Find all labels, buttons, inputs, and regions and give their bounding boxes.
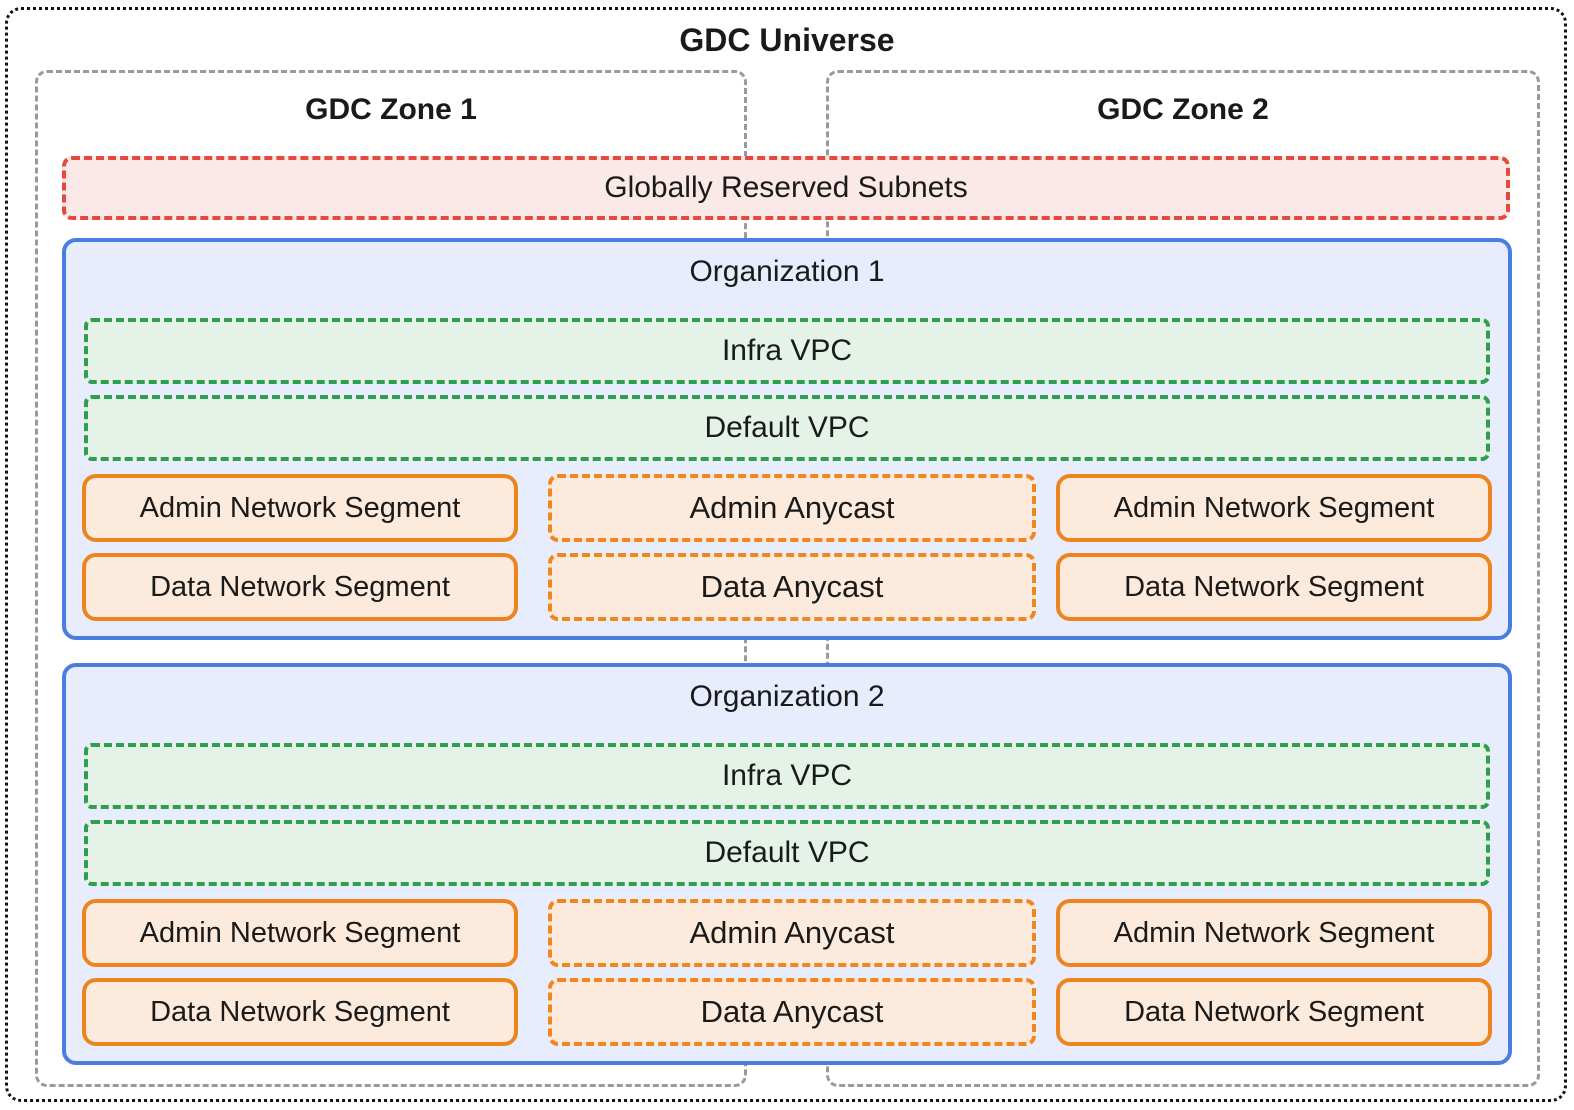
organization-2-title: Organization 2	[689, 680, 885, 713]
globally-reserved-subnets-box: Globally Reserved Subnets	[62, 156, 1510, 220]
org1-zone1-data-network-segment: Data Network Segment	[82, 553, 518, 621]
org2-infra-vpc-box: Infra VPC	[84, 743, 1490, 809]
org1-zone1-admin-network-segment: Admin Network Segment	[82, 474, 518, 542]
org1-default-vpc-box: Default VPC	[84, 395, 1490, 461]
organization-1-title: Organization 1	[689, 255, 885, 288]
org1-zone2-data-network-segment: Data Network Segment	[1056, 553, 1492, 621]
universe-frame	[5, 7, 1567, 1102]
organization-1: Organization 1 Infra VPC Default VPC Adm…	[62, 238, 1512, 640]
org2-default-vpc-box: Default VPC	[84, 820, 1490, 886]
org2-zone2-admin-network-segment: Admin Network Segment	[1056, 899, 1492, 967]
org1-infra-vpc-box: Infra VPC	[84, 318, 1490, 384]
org1-data-anycast: Data Anycast	[548, 553, 1036, 621]
zone-1-label: GDC Zone 1	[305, 93, 477, 126]
org2-data-anycast: Data Anycast	[548, 978, 1036, 1046]
org2-admin-anycast: Admin Anycast	[548, 899, 1036, 967]
org1-zone2-admin-network-segment: Admin Network Segment	[1056, 474, 1492, 542]
universe-title: GDC Universe	[679, 21, 895, 58]
org2-zone1-admin-network-segment: Admin Network Segment	[82, 899, 518, 967]
org2-zone1-data-network-segment: Data Network Segment	[82, 978, 518, 1046]
zone-2-label: GDC Zone 2	[1097, 93, 1269, 126]
org1-admin-anycast: Admin Anycast	[548, 474, 1036, 542]
org2-zone2-data-network-segment: Data Network Segment	[1056, 978, 1492, 1046]
organization-2: Organization 2 Infra VPC Default VPC Adm…	[62, 663, 1512, 1065]
